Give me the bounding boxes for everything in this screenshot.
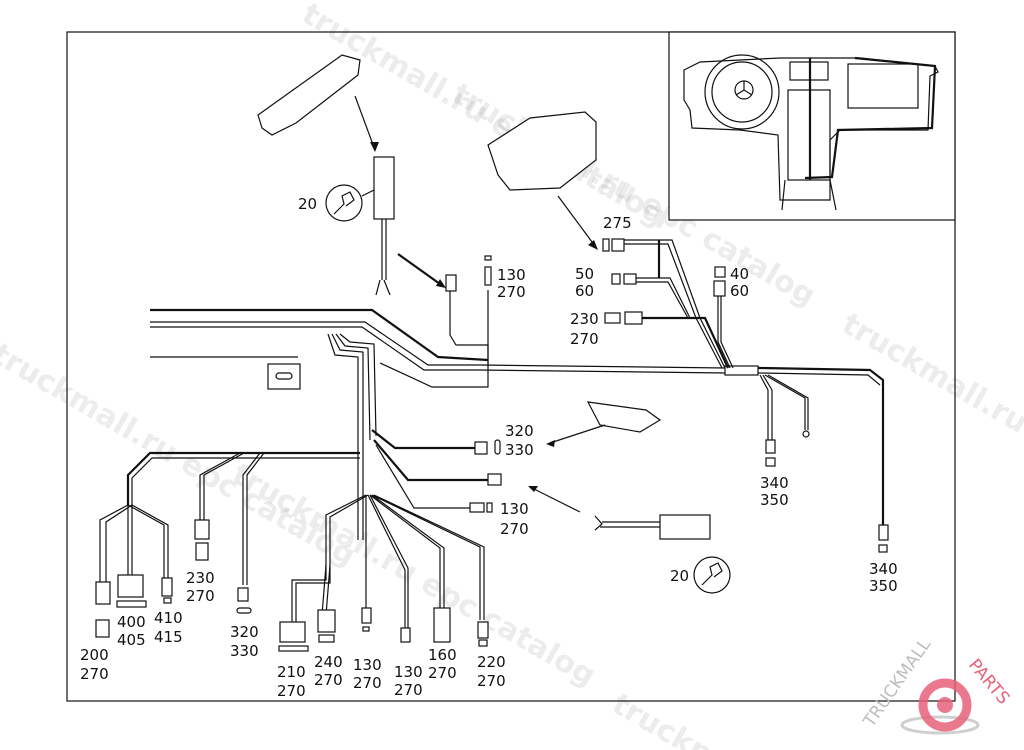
callout-270-230top[interactable]: 270 bbox=[570, 330, 599, 348]
sensor-illustration bbox=[659, 514, 711, 540]
callout-40[interactable]: 40 bbox=[730, 265, 749, 283]
callout-270-240[interactable]: 270 bbox=[314, 671, 343, 689]
connector-200 bbox=[95, 581, 111, 605]
control-module-illustration bbox=[257, 54, 361, 136]
connector-210 bbox=[279, 621, 306, 643]
callout-60[interactable]: 60 bbox=[575, 282, 594, 300]
callout-270-200[interactable]: 270 bbox=[80, 665, 109, 683]
callout-340-b[interactable]: 340 bbox=[869, 560, 898, 578]
callout-230-top[interactable]: 230 bbox=[570, 310, 599, 328]
connector-400 bbox=[117, 574, 144, 598]
connector-400-strip bbox=[116, 600, 147, 608]
callout-130-top[interactable]: 130 bbox=[497, 266, 526, 284]
components bbox=[257, 54, 731, 594]
callout-320-mid[interactable]: 320 bbox=[505, 422, 534, 440]
callout-330-mid[interactable]: 330 bbox=[505, 441, 534, 459]
callout-410[interactable]: 410 bbox=[154, 609, 183, 627]
callout-200[interactable]: 200 bbox=[80, 646, 109, 664]
center-fanout bbox=[278, 494, 489, 652]
watermark: truckmall.ru epc catalog bbox=[226, 457, 601, 694]
switch-illustration bbox=[586, 401, 662, 433]
callout-320-bot[interactable]: 320 bbox=[230, 623, 259, 641]
connector-200-plug bbox=[95, 619, 110, 638]
callout-60b[interactable]: 60 bbox=[730, 282, 749, 300]
callout-230-bot[interactable]: 230 bbox=[186, 569, 215, 587]
callout-350-b[interactable]: 350 bbox=[869, 577, 898, 595]
connector-340-a bbox=[765, 439, 776, 454]
connector-130-mid bbox=[487, 473, 502, 486]
connector-340-b bbox=[878, 524, 889, 541]
callout-160[interactable]: 160 bbox=[428, 646, 457, 664]
callout-130-b2[interactable]: 130 bbox=[394, 663, 423, 681]
callout-labels: 20 130 270 275 50 60 40 60 230 270 320 3… bbox=[80, 195, 898, 700]
callout-50[interactable]: 50 bbox=[575, 265, 594, 283]
callout-tool-top[interactable]: 20 bbox=[298, 195, 317, 213]
callout-tool-right[interactable]: 20 bbox=[670, 567, 689, 585]
connector-130-b1 bbox=[361, 607, 372, 624]
callout-220[interactable]: 220 bbox=[477, 653, 506, 671]
callout-270-b1[interactable]: 270 bbox=[353, 674, 382, 692]
connector-230-bottom bbox=[194, 519, 210, 540]
callout-270-230bot[interactable]: 270 bbox=[186, 587, 215, 605]
callout-350-a[interactable]: 350 bbox=[760, 491, 789, 509]
callout-340-a[interactable]: 340 bbox=[760, 474, 789, 492]
callout-405[interactable]: 405 bbox=[117, 631, 146, 649]
connector-275 bbox=[602, 238, 610, 252]
plug-top-illustration bbox=[373, 156, 395, 220]
connector-160 bbox=[433, 607, 451, 643]
main-harness bbox=[126, 308, 885, 540]
callout-240[interactable]: 240 bbox=[314, 653, 343, 671]
callout-415[interactable]: 415 bbox=[154, 628, 183, 646]
callout-130-mid[interactable]: 130 bbox=[500, 500, 529, 518]
callout-270-160[interactable]: 270 bbox=[428, 664, 457, 682]
callout-270-220[interactable]: 270 bbox=[477, 672, 506, 690]
connector-410 bbox=[161, 577, 173, 597]
connector-130-b2 bbox=[400, 627, 411, 643]
watermark: truckmall.ru epc catalog bbox=[836, 307, 1024, 544]
connector-50 bbox=[611, 273, 621, 285]
callout-130-b1[interactable]: 130 bbox=[353, 656, 382, 674]
connector-220 bbox=[477, 621, 489, 639]
callout-270-top[interactable]: 270 bbox=[497, 283, 526, 301]
callout-210[interactable]: 210 bbox=[277, 663, 306, 681]
callout-330-bot[interactable]: 330 bbox=[230, 642, 259, 660]
connector-320-mid bbox=[474, 441, 488, 455]
left-connector-group bbox=[95, 452, 265, 638]
fuse-box-illustration bbox=[487, 111, 597, 191]
connector-230-top bbox=[604, 312, 621, 324]
diagram-frame bbox=[66, 31, 956, 702]
dashboard-location-inset bbox=[668, 31, 956, 221]
connector-240 bbox=[317, 609, 336, 633]
logo-text-parts: PARTS bbox=[964, 655, 1013, 708]
connector-40 bbox=[714, 266, 726, 278]
callout-400[interactable]: 400 bbox=[117, 613, 146, 631]
callout-270-b2[interactable]: 270 bbox=[394, 681, 423, 699]
mid-connectors bbox=[371, 238, 889, 553]
connector-130-top bbox=[484, 266, 492, 286]
watermark: truckmall.ru epc catalog bbox=[0, 337, 361, 574]
callout-270-mid[interactable]: 270 bbox=[500, 520, 529, 538]
connector-320-bottom bbox=[237, 587, 249, 602]
connector-top-plug bbox=[445, 274, 457, 292]
callout-275[interactable]: 275 bbox=[603, 214, 632, 232]
callout-270-210[interactable]: 270 bbox=[277, 682, 306, 700]
truckmall-parts-logo: TRUCKMALL PARTS bbox=[859, 635, 1013, 735]
